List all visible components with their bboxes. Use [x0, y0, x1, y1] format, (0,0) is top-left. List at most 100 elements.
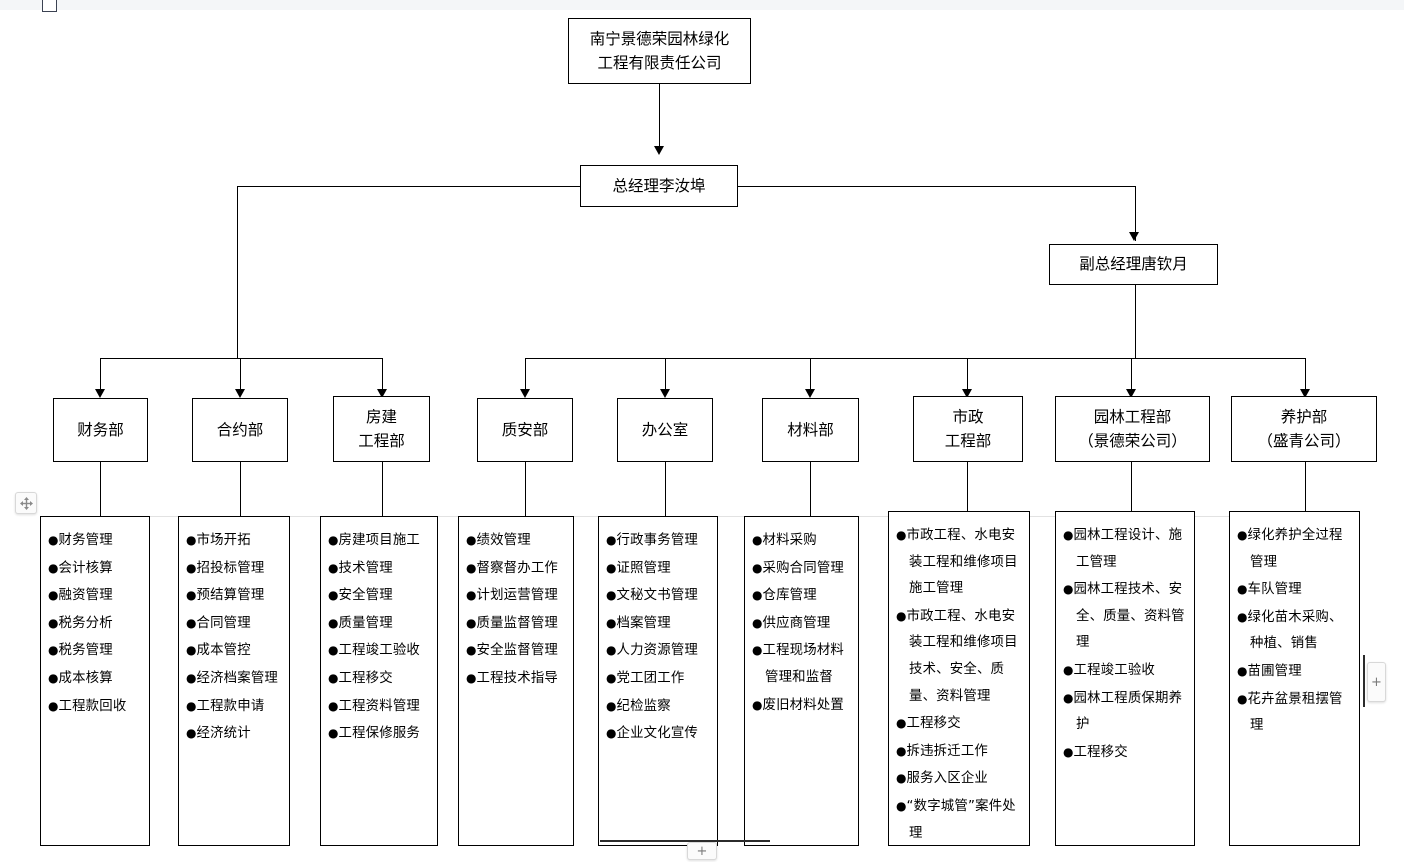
list-item: ●企业文化宣传 [606, 720, 711, 748]
connector-company-to-gm [659, 84, 661, 146]
connector-drop-maintenance [1305, 358, 1307, 392]
list-item-label: 苗圃管理 [1247, 663, 1302, 679]
list-item-label: 市政工程、水电安装工程和维修项目技术、安全、质量、资料管理 [906, 608, 1018, 704]
list-item-label: 服务入区企业 [906, 771, 989, 787]
list-item-label: 采购合同管理 [762, 560, 845, 576]
connector-vice-drop [1135, 285, 1137, 358]
arrow-drop-building [376, 389, 387, 398]
list-item: ●工程款回收 [48, 693, 143, 721]
dept-box-office[interactable]: 办公室 [617, 398, 713, 462]
list-item-label: 督察督办工作 [476, 560, 559, 576]
dept-title-office: 办公室 [641, 420, 689, 439]
list-item-label: 证照管理 [616, 560, 671, 576]
right-edge-rule [1363, 655, 1365, 707]
list-item: ●预结算管理 [186, 582, 283, 610]
arrow-drop-materials [804, 389, 815, 398]
detail-list-materials: ●材料采购●采购合同管理●仓库管理●供应商管理●工程现场材料管理和监督●废旧材料… [752, 527, 852, 719]
bullet-icon: ● [186, 670, 197, 685]
list-item-label: 绿化苗木采购、种植、销售 [1247, 609, 1343, 652]
panel-gap-rule-2 [290, 516, 320, 517]
dept-box-finance[interactable]: 财务部 [53, 398, 148, 462]
dept-box-materials[interactable]: 材料部 [762, 398, 859, 462]
bullet-icon: ● [752, 615, 763, 630]
list-item: ●市政工程、水电安装工程和维修项目施工管理 [896, 522, 1023, 603]
list-item: ●拆违拆迁工作 [896, 738, 1023, 766]
bullet-icon: ● [186, 643, 197, 658]
dept-box-building-engineering[interactable]: 房建 工程部 [333, 396, 430, 462]
list-item-label: 工程保修服务 [338, 726, 421, 742]
bullet-icon: ● [328, 533, 339, 547]
bullet-icon: ● [466, 588, 477, 603]
dept-title-landscape-1: 园林工程部 [1093, 407, 1172, 426]
dept-title-maintenance-1: 养护部 [1280, 407, 1328, 426]
list-item: ●经济档案管理 [186, 665, 283, 693]
dept-box-landscape-engineering[interactable]: 园林工程部 （景德荣公司） [1055, 396, 1210, 462]
add-row-button[interactable]: + [687, 842, 717, 860]
detail-list-office: ●行政事务管理●证照管理●文秘文书管理●档案管理●人力资源管理●党工团工作●纪检… [606, 527, 711, 748]
list-item: ●工程移交 [896, 710, 1023, 738]
list-item: ●技术管理 [328, 555, 431, 583]
list-item-label: 招投标管理 [196, 560, 265, 576]
bullet-icon: ● [752, 697, 763, 712]
list-item-label: 安全管理 [338, 588, 393, 604]
dept-box-maintenance[interactable]: 养护部 （盛青公司） [1231, 396, 1377, 462]
bullet-icon: ● [48, 698, 59, 713]
dept-box-quality-safety[interactable]: 质安部 [477, 398, 573, 462]
move-handle[interactable] [15, 492, 37, 514]
dept-title-building-1: 房建 [365, 407, 397, 426]
list-item-label: 废旧材料处置 [762, 697, 845, 713]
list-item: ●行政事务管理 [606, 527, 711, 555]
stem-municipal [967, 462, 969, 516]
dept-title-municipal-2: 工程部 [944, 432, 992, 450]
list-item: ●园林工程技术、安全、质量、资料管理 [1063, 576, 1188, 657]
list-item-label: “数字城管”案件处理 [906, 798, 1016, 841]
general-manager-box[interactable]: 总经理李汝埠 [580, 165, 738, 207]
page-tab-handle[interactable] [42, 0, 57, 12]
bullet-icon: ● [896, 743, 907, 758]
list-item-label: 供应商管理 [762, 615, 831, 631]
list-item-label: 园林工程设计、施工管理 [1073, 528, 1183, 570]
list-item: ●工程款申请 [186, 693, 283, 721]
dept-title-quality: 质安部 [501, 420, 549, 439]
vice-manager-box[interactable]: 副总经理唐钦月 [1049, 244, 1218, 285]
arrow-drop-contract [234, 389, 245, 398]
bullet-icon: ● [328, 726, 339, 741]
list-item-label: 房建项目施工 [338, 533, 421, 548]
list-item: ●纪检监察 [606, 693, 711, 721]
dept-box-municipal-engineering[interactable]: 市政 工程部 [913, 396, 1023, 462]
list-item-label: 行政事务管理 [616, 533, 699, 548]
list-item-label: 企业文化宣传 [616, 726, 699, 742]
connector-drop-landscape [1131, 358, 1133, 392]
list-item: ●质量管理 [328, 610, 431, 638]
connector-drop-office [665, 358, 667, 392]
bullet-icon: ● [606, 588, 617, 603]
detail-list-contract: ●市场开拓●招投标管理●预结算管理●合同管理●成本管控●经济档案管理●工程款申请… [186, 527, 283, 748]
list-item: ●合同管理 [186, 610, 283, 638]
stem-building [382, 462, 384, 516]
list-item: ●招投标管理 [186, 555, 283, 583]
bullet-icon: ● [466, 533, 477, 547]
bullet-icon: ● [48, 588, 59, 603]
list-item: ●经济统计 [186, 720, 283, 748]
stem-finance [100, 462, 102, 516]
list-item: ●工程资料管理 [328, 693, 431, 721]
list-item: ●仓库管理 [752, 582, 852, 610]
list-item-label: 工程移交 [1073, 744, 1128, 760]
connector-drop-quality [525, 358, 527, 392]
bullet-icon: ● [1237, 528, 1248, 542]
bullet-icon: ● [606, 670, 617, 685]
company-box[interactable]: 南宁景德荣园林绿化 工程有限责任公司 [568, 18, 751, 84]
bullet-icon: ● [48, 533, 59, 547]
connector-right-group-bus [525, 358, 1305, 360]
list-item-label: 工程移交 [906, 716, 961, 732]
bullet-icon: ● [466, 615, 477, 630]
dept-box-contract[interactable]: 合约部 [192, 398, 288, 462]
dept-title-landscape-2: （景德荣公司） [1078, 432, 1187, 450]
connector-gm-to-vice [1135, 186, 1137, 241]
bullet-icon: ● [186, 726, 197, 741]
add-column-button[interactable]: + [1367, 662, 1386, 702]
arrow-drop-maintenance [1299, 389, 1310, 398]
list-item-label: 人力资源管理 [616, 643, 699, 659]
list-item-label: 质量管理 [338, 615, 393, 631]
dept-title-building-2: 工程部 [358, 432, 405, 450]
